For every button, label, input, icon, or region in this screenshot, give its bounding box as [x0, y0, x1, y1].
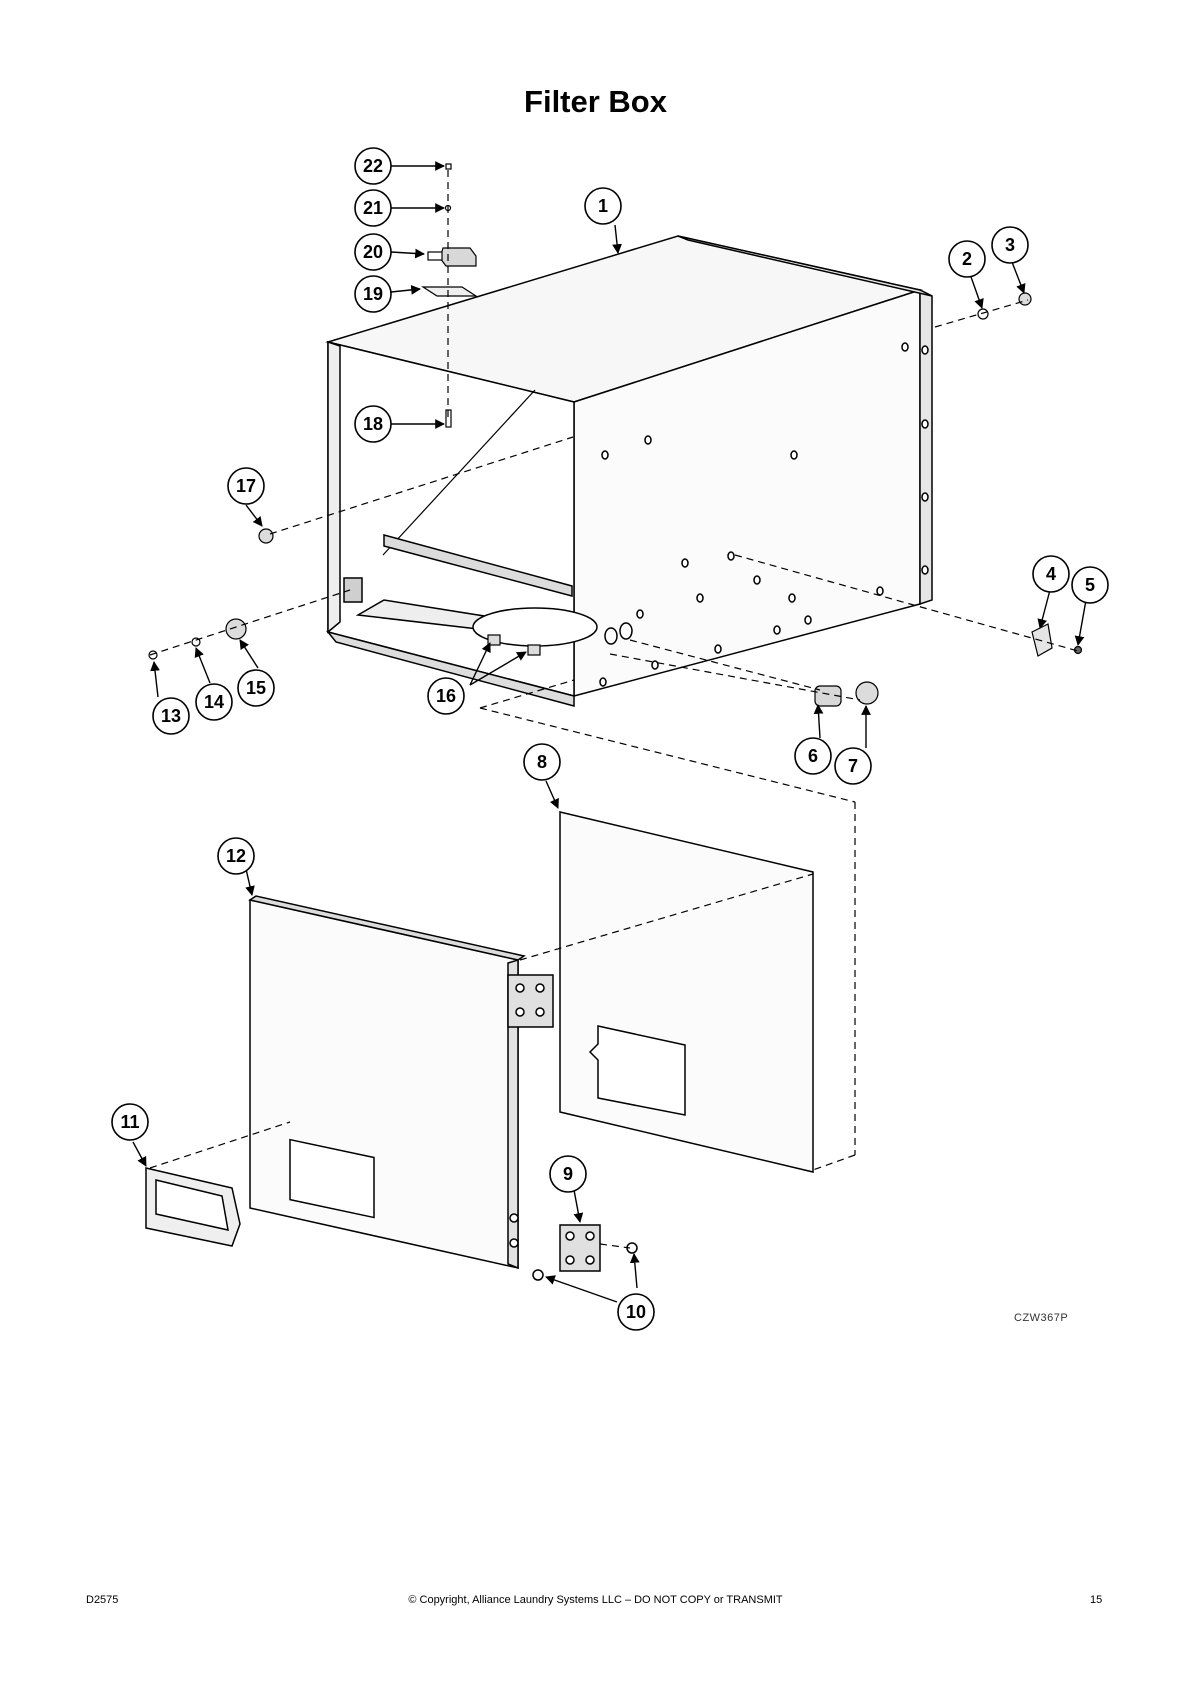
housing-holes [599, 342, 929, 687]
page-number: 15 [1090, 1594, 1103, 1606]
svg-text:12: 12 [226, 846, 246, 866]
svg-text:5: 5 [1085, 575, 1095, 595]
callout-21: 21 [354, 189, 392, 227]
callout-16: 16 [427, 677, 465, 715]
callout-18: 18 [354, 405, 392, 443]
svg-text:13: 13 [161, 706, 181, 726]
callout-balloons: 22 21 20 19 18 1 2 3 4 5 6 7 17 13 14 15… [111, 147, 1109, 1331]
svg-text:1: 1 [598, 196, 608, 216]
svg-text:17: 17 [236, 476, 256, 496]
callout-9: 9 [549, 1155, 587, 1193]
copyright-notice: © Copyright, Alliance Laundry Systems LL… [408, 1594, 783, 1606]
leader-arrows [132, 161, 1087, 1303]
callout-8: 8 [523, 743, 561, 781]
callout-7: 7 [834, 747, 872, 785]
callout-4: 4 [1032, 555, 1070, 593]
svg-text:10: 10 [626, 1302, 646, 1322]
callout-10: 10 [617, 1293, 655, 1331]
svg-text:7: 7 [848, 756, 858, 776]
callout-12: 12 [217, 837, 255, 875]
filter-panel [559, 811, 814, 1173]
page-title: Filter Box [524, 84, 667, 119]
callout-14: 14 [195, 683, 233, 721]
callout-17: 17 [227, 467, 265, 505]
svg-text:2: 2 [962, 249, 972, 269]
callout-2: 2 [948, 240, 986, 278]
door-handle [145, 1167, 241, 1247]
svg-text:9: 9 [563, 1164, 573, 1184]
access-door [248, 895, 554, 1270]
callout-1: 1 [584, 187, 622, 225]
svg-text:15: 15 [246, 678, 266, 698]
callout-11: 11 [111, 1103, 149, 1141]
doc-number: D2575 [86, 1594, 119, 1606]
svg-text:18: 18 [363, 414, 383, 434]
callout-5: 5 [1071, 566, 1109, 604]
svg-text:19: 19 [363, 284, 383, 304]
svg-text:22: 22 [363, 156, 383, 176]
callout-6: 6 [794, 737, 832, 775]
callout-15: 15 [237, 669, 275, 707]
drawing-id: CZW367P [1014, 1312, 1069, 1324]
svg-text:3: 3 [1005, 235, 1015, 255]
svg-text:16: 16 [436, 686, 456, 706]
svg-text:4: 4 [1046, 564, 1056, 584]
callout-13: 13 [152, 697, 190, 735]
svg-text:6: 6 [808, 746, 818, 766]
svg-text:8: 8 [537, 752, 547, 772]
callout-22: 22 [354, 147, 392, 185]
callout-3: 3 [991, 226, 1029, 264]
assembly-lines [149, 170, 1079, 1249]
svg-text:20: 20 [363, 242, 383, 262]
svg-text:14: 14 [204, 692, 224, 712]
svg-text:21: 21 [363, 198, 383, 218]
hardware-parts [148, 163, 1083, 707]
lower-hinge [532, 1224, 638, 1281]
callout-19: 19 [354, 275, 392, 313]
svg-text:11: 11 [120, 1112, 139, 1132]
callout-20: 20 [354, 233, 392, 271]
